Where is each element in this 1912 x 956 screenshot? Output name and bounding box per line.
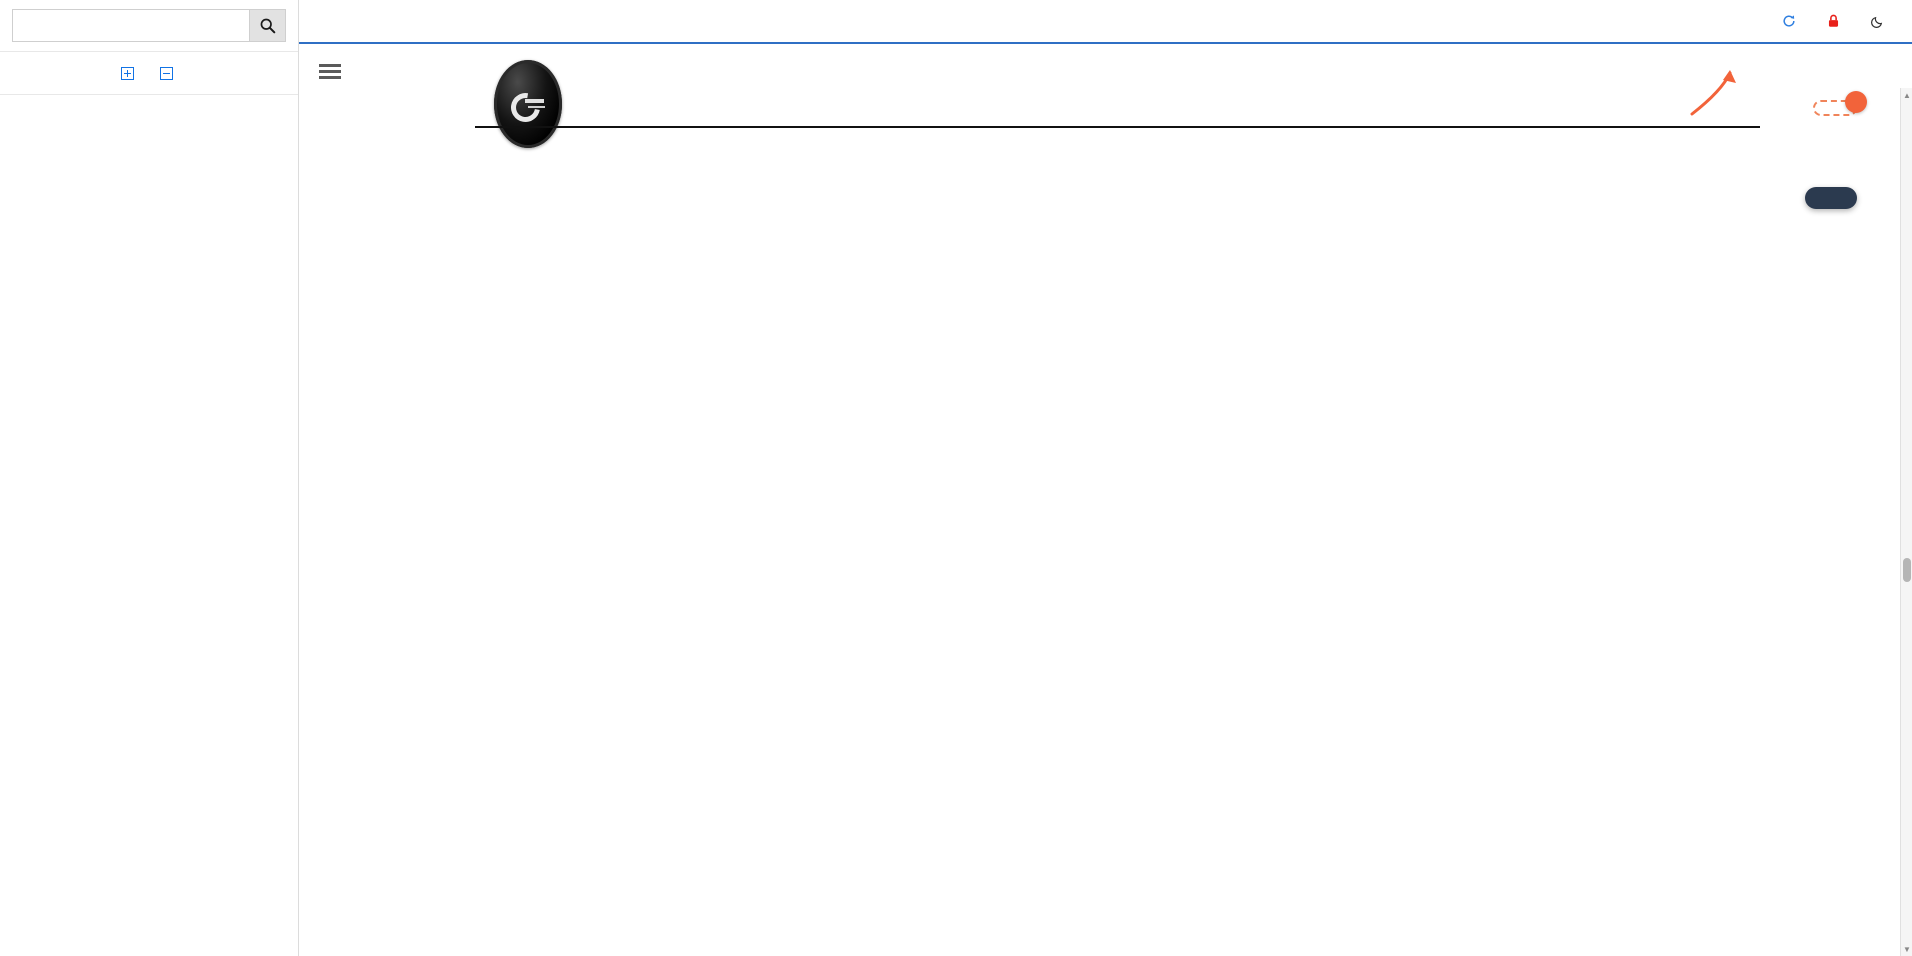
minus-box-icon (160, 66, 173, 80)
moon-icon (1871, 16, 1883, 28)
search-box[interactable] (12, 9, 286, 42)
topbar-actions (1782, 14, 1900, 28)
search-input[interactable] (13, 10, 249, 41)
rotate-icon (1783, 15, 1795, 27)
unlock-hint-tooltip (1813, 91, 1867, 116)
menu-bar-3 (319, 76, 341, 79)
document-page (299, 44, 1912, 956)
lock-button[interactable] (1827, 14, 1845, 28)
night-mode-button[interactable] (1871, 14, 1890, 28)
lock-icon (1828, 14, 1839, 27)
sidebar (0, 0, 299, 956)
search-button[interactable] (249, 10, 285, 41)
table-of-contents[interactable] (0, 95, 298, 956)
header-rule (475, 126, 1760, 128)
search-row (0, 0, 298, 52)
scrollbar-thumb[interactable] (1903, 558, 1911, 582)
document-canvas[interactable]: ▲ ▼ (299, 44, 1912, 956)
rotate-button[interactable] (1782, 14, 1801, 28)
tooltip-close-icon[interactable] (1845, 91, 1867, 113)
menu-bar-2 (319, 70, 341, 73)
menu-bar-1 (319, 64, 341, 67)
menu-toggle-icon[interactable] (319, 64, 341, 80)
logo-mark-icon (511, 91, 545, 113)
expand-all-button[interactable] (121, 66, 138, 80)
collapse-all-button[interactable] (160, 66, 177, 80)
top-bar (299, 0, 1912, 44)
search-icon (260, 18, 276, 34)
vertical-scrollbar[interactable]: ▲ ▼ (1900, 88, 1912, 956)
expand-controls (0, 52, 298, 95)
qjmotor-logo (494, 60, 562, 148)
scroll-down-icon[interactable]: ▼ (1903, 944, 1911, 954)
scroll-up-icon[interactable]: ▲ (1903, 90, 1911, 100)
main-pane: ▲ ▼ (299, 0, 1912, 956)
switch-paging-mode-button[interactable] (1805, 187, 1857, 209)
plus-box-icon (121, 66, 134, 80)
